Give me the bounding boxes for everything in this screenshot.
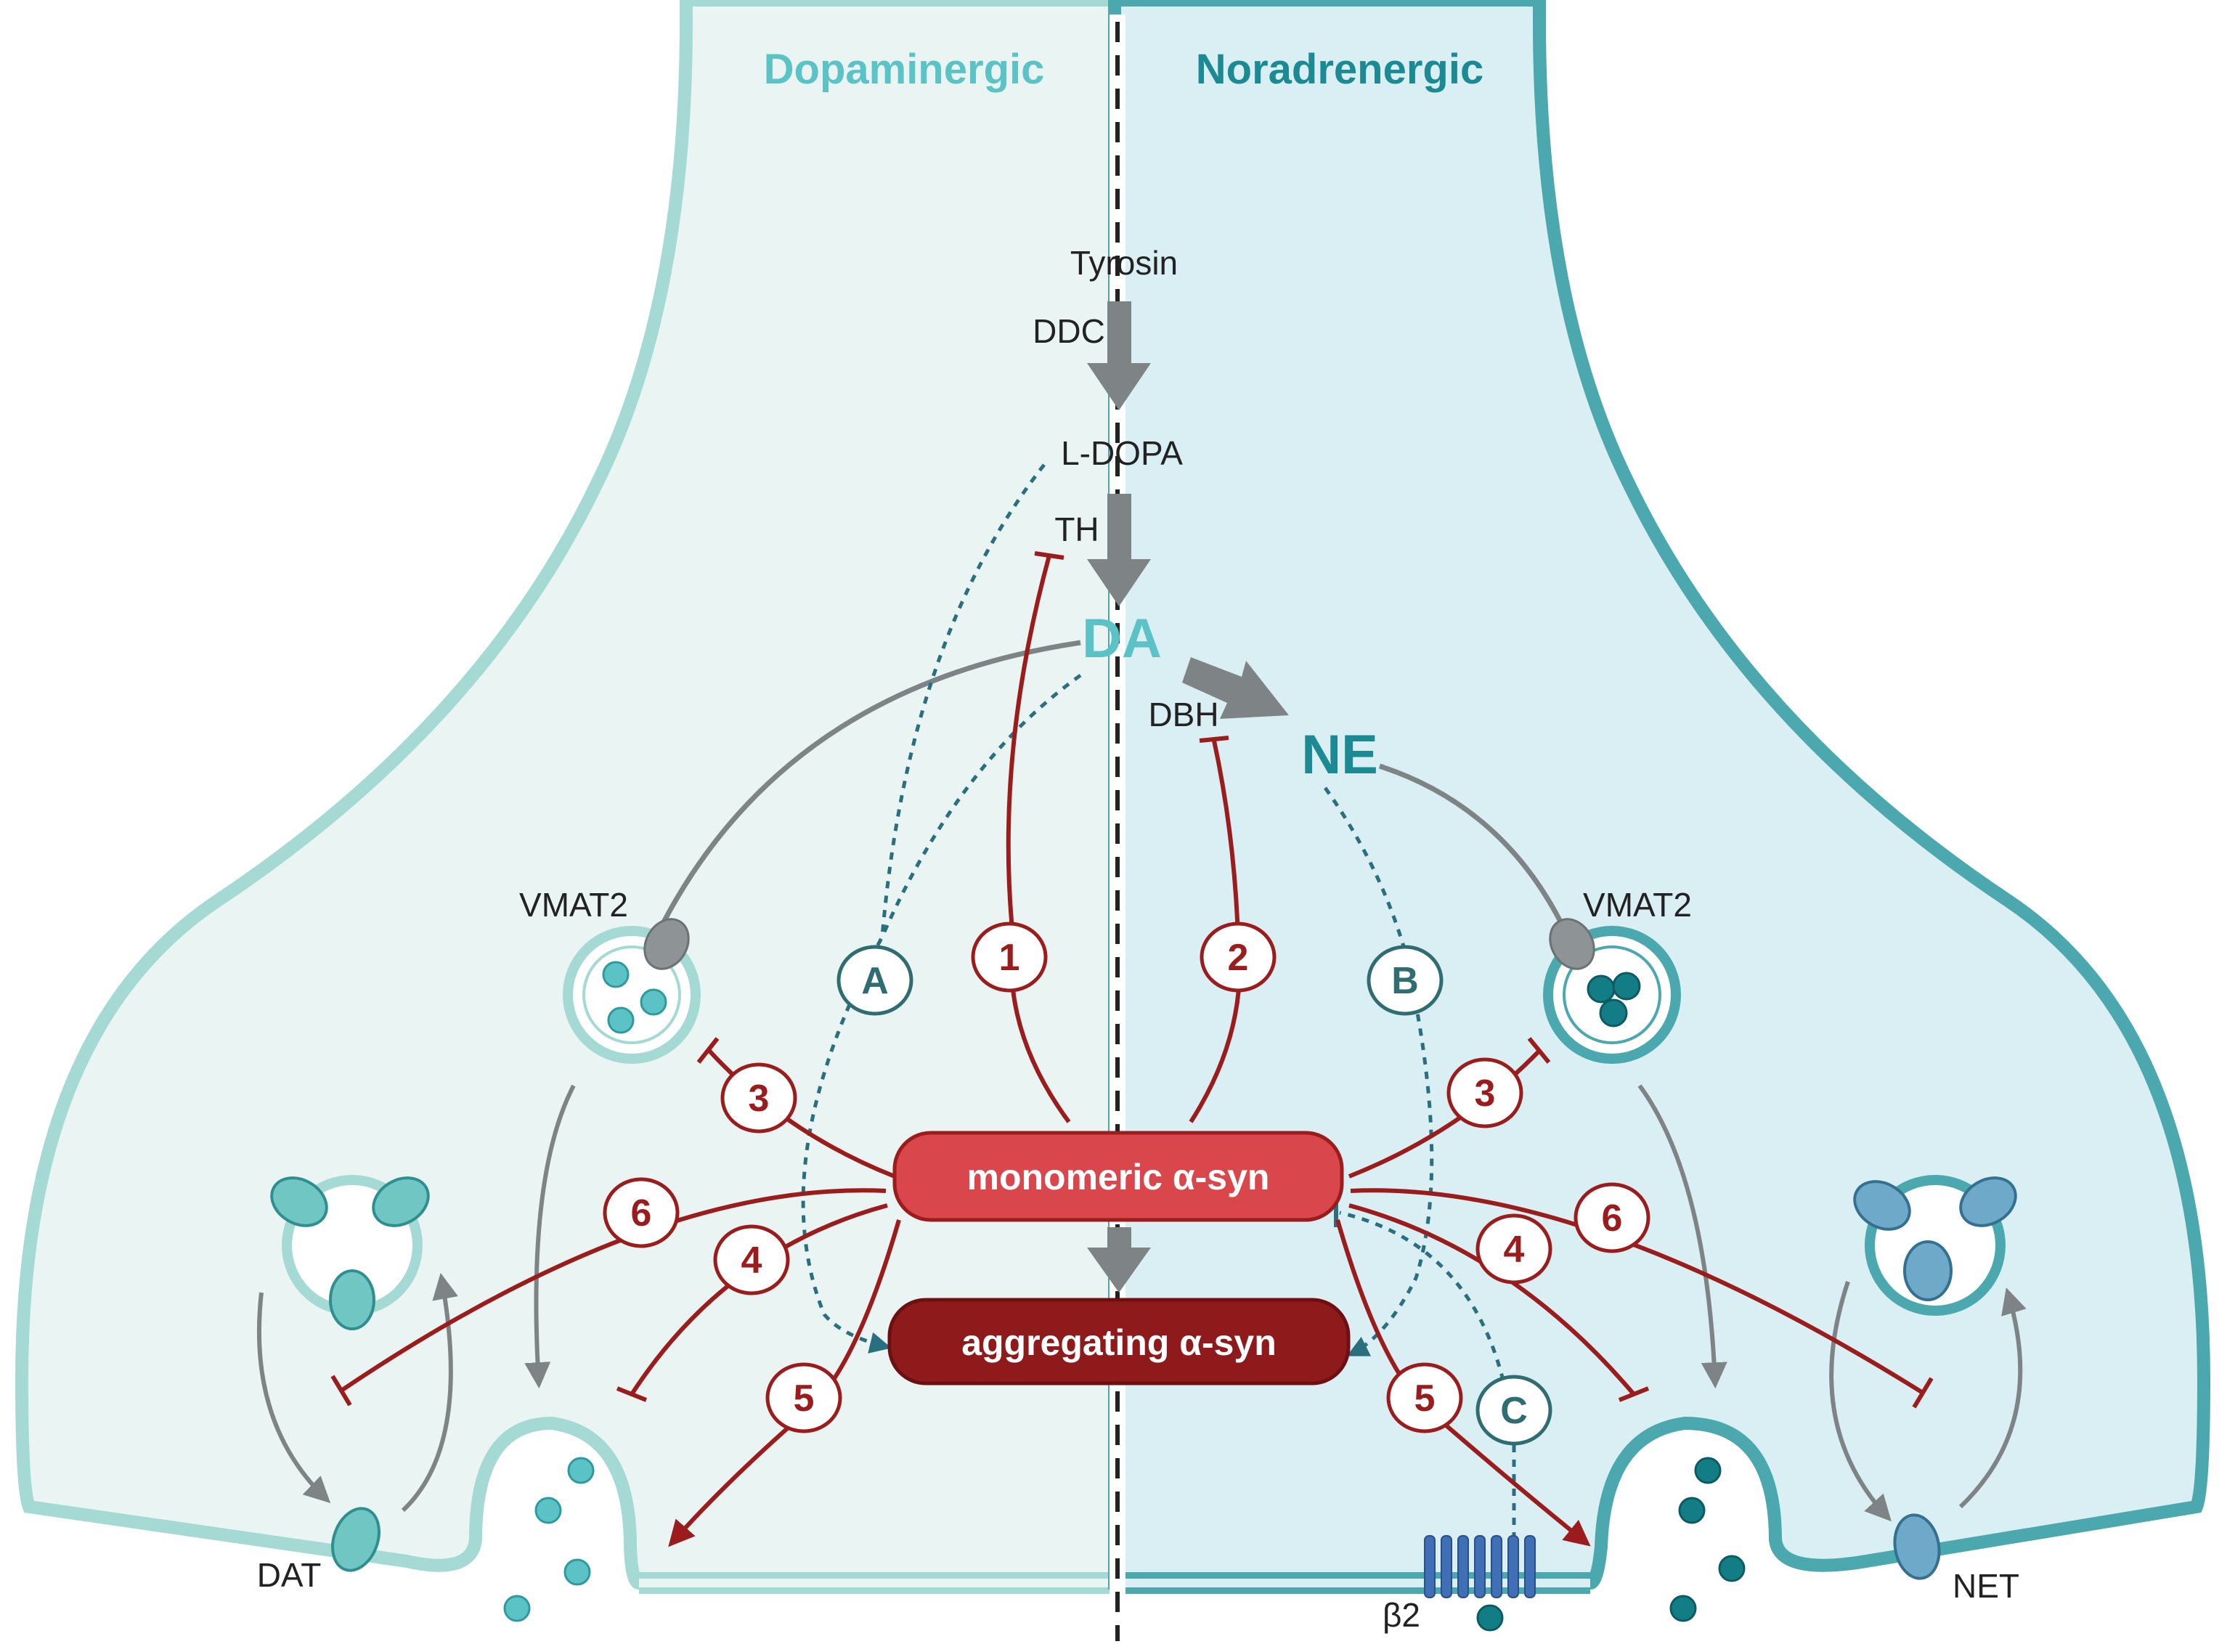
arrow-vesicle-to-release-left (524, 1084, 576, 1389)
arrow-dat-to-endosome (401, 1272, 458, 1513)
vesicle-right (1543, 918, 1681, 1064)
svg-text:B: B (1391, 960, 1419, 1002)
pathway-b-ne (1323, 786, 1434, 1356)
svg-text:5: 5 (1414, 1378, 1436, 1420)
label-th: TH (1054, 510, 1099, 548)
marker-4-right: 4 (1475, 1213, 1552, 1285)
monomeric-asyn-label: monomeric α-syn (967, 1157, 1270, 1197)
inhibit-3-right-bar (1527, 1037, 1551, 1064)
header-dopaminergic: Dopaminergic (764, 46, 1045, 93)
label-da: DA (1082, 608, 1162, 670)
marker-3-left: 3 (720, 1062, 797, 1134)
aggregating-asyn-box (887, 1298, 1351, 1386)
arrow-net-to-endosome (1958, 1287, 2027, 1509)
svg-text:4: 4 (741, 1240, 762, 1282)
marker-b: B (1367, 945, 1444, 1016)
svg-text:A: A (861, 960, 889, 1002)
net-transporter-icon (1893, 1513, 1941, 1580)
inhibit-6-right-bar (1912, 1377, 1934, 1409)
marker-5-right: 5 (1386, 1362, 1463, 1433)
svg-text:6: 6 (631, 1192, 652, 1234)
beta2-bound-ne (1476, 1604, 1504, 1632)
svg-text:2: 2 (1228, 937, 1249, 979)
svg-text:6: 6 (1602, 1197, 1623, 1240)
marker-1: 1 (971, 921, 1048, 993)
vmat2-right-transporter-icon (1549, 918, 1595, 970)
released-norepinephrine (1669, 1457, 1746, 1622)
endosome-left (270, 1175, 430, 1330)
inhibit-6-left-bar (330, 1375, 352, 1407)
arrow-dbh (1182, 657, 1289, 719)
svg-text:3: 3 (1475, 1073, 1496, 1115)
marker-c: C (1475, 1375, 1552, 1446)
marker-4-left: 4 (713, 1224, 790, 1295)
marker-6-left: 6 (603, 1177, 680, 1248)
aggregating-asyn-label: aggregating α-syn (961, 1322, 1277, 1363)
arrow-aggregation (1087, 1227, 1151, 1293)
label-ne: NE (1301, 724, 1378, 786)
arrow-endosome-to-dat (256, 1292, 331, 1503)
endosome-right (1853, 1175, 2017, 1316)
label-net: NET (1953, 1567, 2019, 1605)
released-dopamine (503, 1457, 595, 1622)
inhibit-3-right (1348, 1049, 1542, 1179)
label-ddc: DDC (1033, 312, 1105, 350)
label-ldopa: L-DOPA (1061, 434, 1183, 472)
svg-text:C: C (1500, 1390, 1528, 1432)
dat-transporter-icon (331, 1507, 380, 1572)
arrow-da-to-vmat2 (638, 640, 1081, 972)
svg-text:3: 3 (749, 1078, 770, 1120)
label-tyrosin: Tyrosin (1070, 244, 1178, 282)
inhibit-2-bar (1199, 736, 1229, 743)
arrow-endosome-to-net (1829, 1281, 1892, 1522)
inhibit-3-left (706, 1047, 896, 1179)
inhibit-1-bar (1034, 551, 1064, 560)
label-dat: DAT (257, 1556, 322, 1594)
marker-2: 2 (1200, 921, 1277, 993)
beta2-receptor-icon (1424, 1535, 1536, 1598)
arrow-vesicle-to-release-right (1637, 1084, 1727, 1389)
pathway-a-ldopa (801, 463, 1046, 1354)
marker-6-right: 6 (1574, 1182, 1650, 1253)
inhibit-4-left-bar (616, 1386, 648, 1402)
marker-3-right: 3 (1446, 1057, 1523, 1128)
svg-text:1: 1 (999, 937, 1020, 979)
inhibit-1-th (1006, 555, 1071, 1123)
marker-a: A (836, 945, 913, 1016)
header-noradrenergic: Noradrenergic (1196, 46, 1483, 93)
inhibit-3-left-bar (696, 1037, 720, 1064)
pathway-a-da (880, 673, 1082, 938)
label-vmat2-right: VMAT2 (1583, 886, 1692, 924)
label-vmat2-left: VMAT2 (519, 886, 628, 924)
monomeric-asyn-box (892, 1131, 1344, 1222)
svg-text:4: 4 (1504, 1229, 1525, 1271)
vmat2-left-transporter-icon (643, 918, 690, 970)
arrow-th (1087, 494, 1151, 606)
svg-text:5: 5 (794, 1378, 815, 1420)
label-beta2: β2 (1383, 1596, 1420, 1634)
marker-5-left: 5 (765, 1362, 842, 1433)
inhibit-4-right-bar (1618, 1386, 1650, 1402)
arrow-ddc (1087, 301, 1151, 410)
label-dbh: DBH (1148, 696, 1218, 733)
vesicle-left (563, 918, 701, 1064)
